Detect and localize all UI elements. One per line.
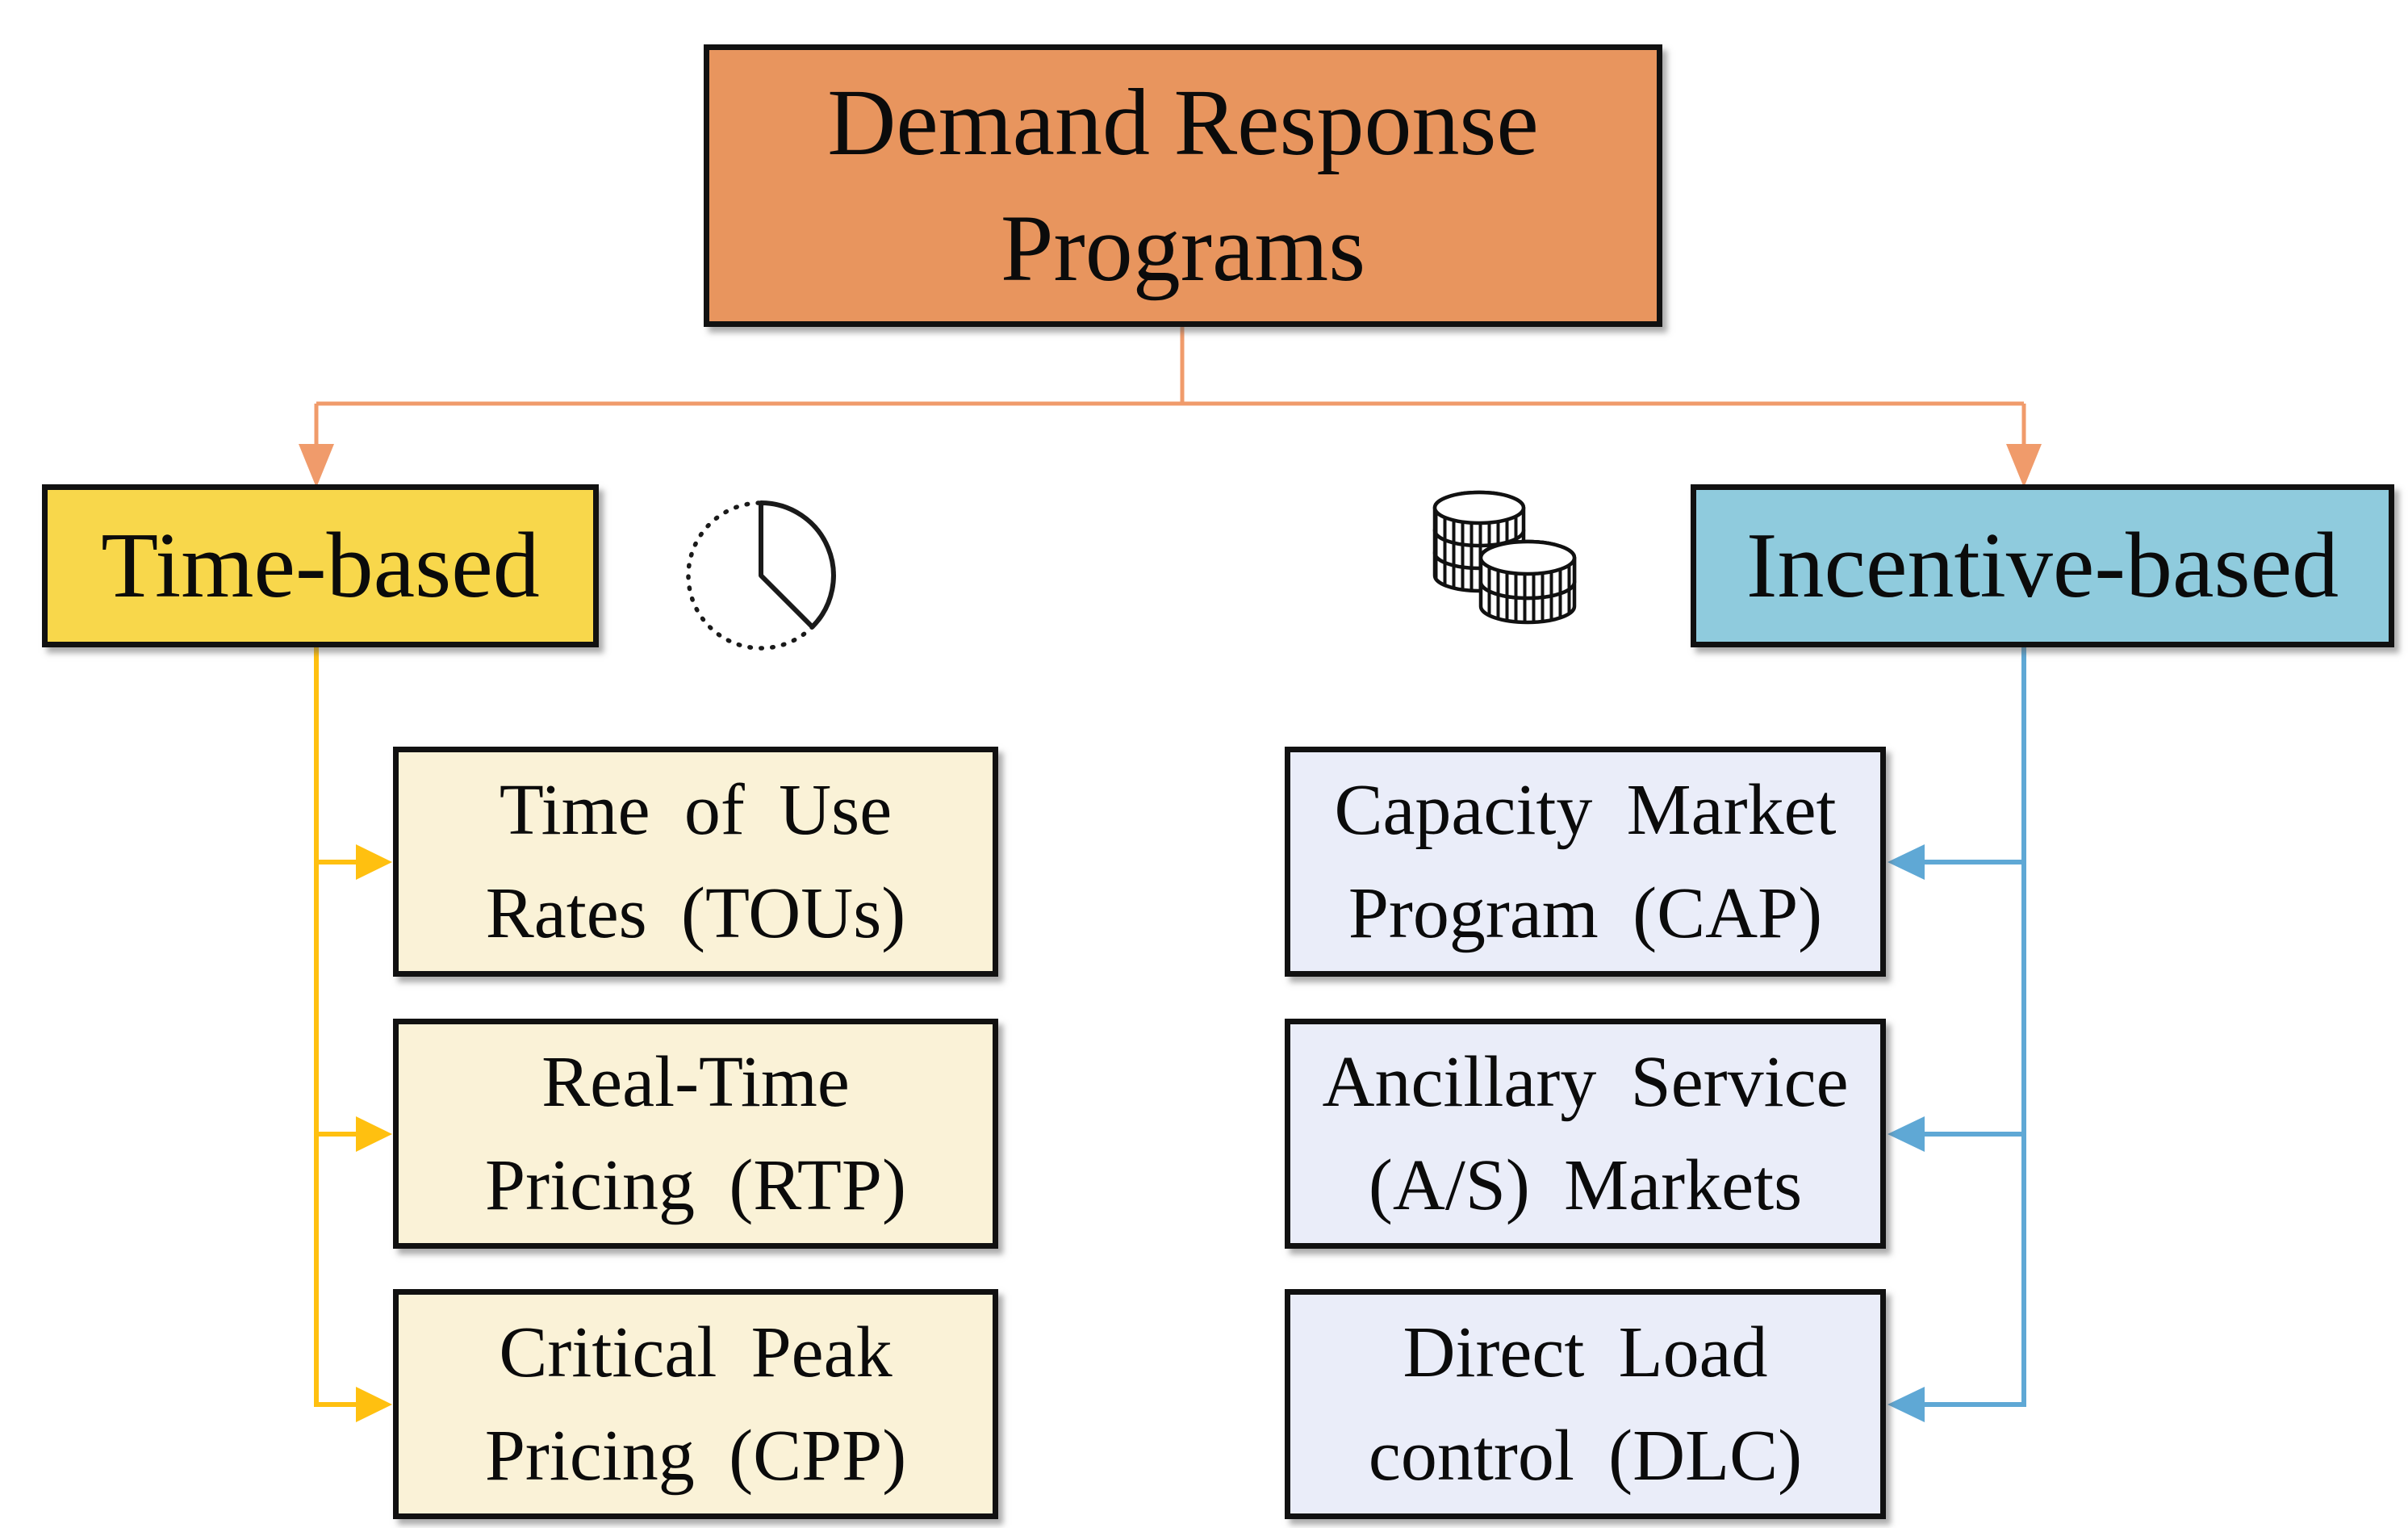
- item-box-cap: Capacity Market Program (CAP): [1285, 747, 1886, 977]
- incentive-trunk-line: [1924, 647, 2026, 1407]
- as-label-line2: (A/S) Markets: [1368, 1145, 1803, 1225]
- coin-stacks-icon: [1432, 490, 1577, 625]
- rtp-label-line2: Pricing (RTP): [485, 1145, 906, 1225]
- connector-incentive-branch: [1888, 647, 2026, 1422]
- connector-root-split: [299, 325, 2042, 488]
- cpp-label-line1: Critical Peak: [499, 1312, 893, 1392]
- branch-box-incentive-based: Incentive-based: [1691, 484, 2394, 647]
- arrowhead-down-right-icon: [2006, 444, 2042, 488]
- branch-box-time-based: Time-based: [42, 484, 599, 647]
- time-trunk-line: [314, 647, 357, 1407]
- as-label-line1: Ancillary Service: [1322, 1041, 1849, 1122]
- arrowhead-right-cpp-icon: [356, 1387, 392, 1422]
- arrowhead-left-as-icon: [1888, 1116, 1925, 1152]
- item-box-as-markets: Ancillary Service (A/S) Markets: [1285, 1019, 1886, 1249]
- root-label-line2: Programs: [1000, 195, 1366, 301]
- item-box-tous: Time of Use Rates (TOUs): [393, 747, 998, 977]
- cap-label-line2: Program (CAP): [1348, 873, 1823, 953]
- time-based-label: Time-based: [101, 514, 540, 617]
- clock-quarter-icon: [686, 500, 836, 651]
- incentive-based-label: Incentive-based: [1745, 514, 2339, 617]
- root-label-line1: Demand Response: [827, 69, 1539, 176]
- arrowhead-right-tou-icon: [356, 844, 392, 880]
- dlc-label-line1: Direct Load: [1403, 1312, 1768, 1392]
- cap-label-line1: Capacity Market: [1334, 769, 1837, 850]
- front-coin-stack: [1478, 539, 1577, 625]
- tous-label-line1: Time of Use: [499, 769, 893, 850]
- arrowhead-left-dlc-icon: [1888, 1387, 1925, 1422]
- clock-wedge: [759, 500, 836, 630]
- cpp-label-line2: Pricing (CPP): [484, 1415, 907, 1496]
- item-box-dlc: Direct Load control (DLC): [1285, 1289, 1886, 1519]
- item-box-cpp: Critical Peak Pricing (CPP): [393, 1289, 998, 1519]
- arrowhead-down-left-icon: [299, 444, 334, 488]
- tous-label-line2: Rates (TOUs): [485, 873, 906, 953]
- connector-time-branch: [314, 647, 392, 1422]
- rtp-label-line1: Real-Time: [541, 1041, 850, 1122]
- dlc-label-line2: control (DLC): [1368, 1415, 1803, 1496]
- arrowhead-right-rtp-icon: [356, 1116, 392, 1152]
- arrowhead-left-cap-icon: [1888, 844, 1925, 880]
- item-box-rtp: Real-Time Pricing (RTP): [393, 1019, 998, 1249]
- root-box-demand-response-programs: Demand Response Programs: [704, 44, 1662, 327]
